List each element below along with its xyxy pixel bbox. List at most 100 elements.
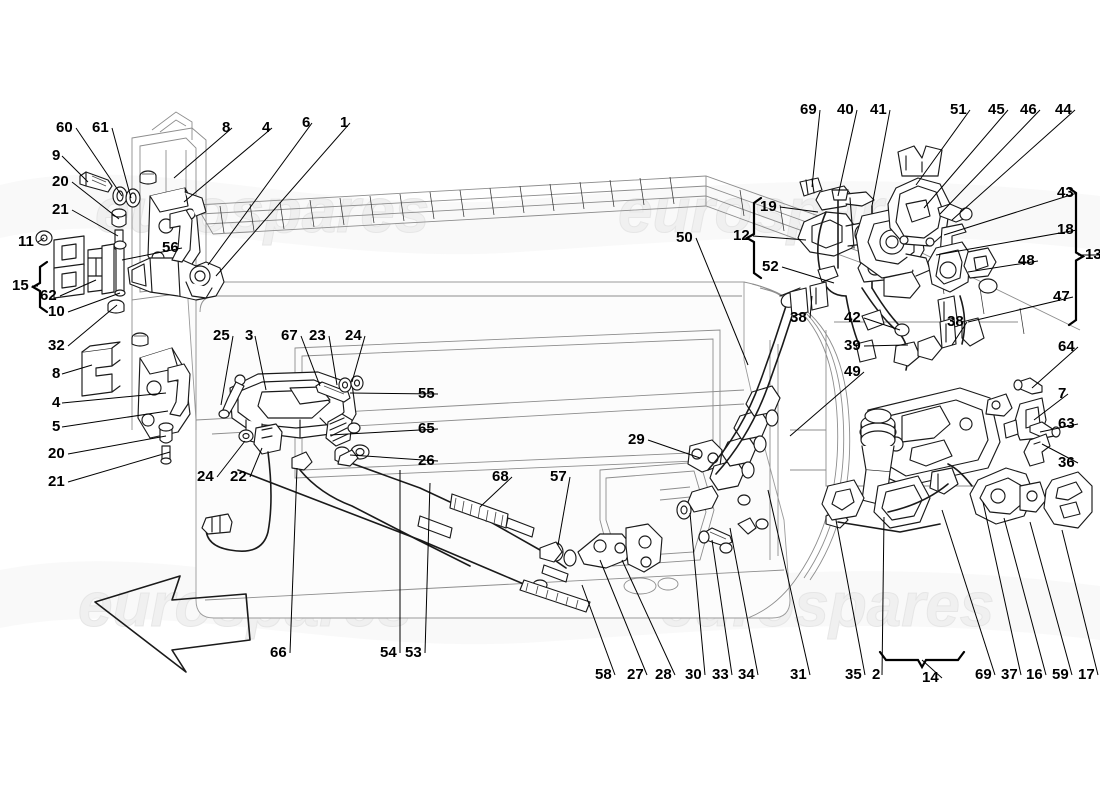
leader-line (75, 127, 123, 197)
callout-10: 10 (48, 303, 65, 320)
leader-line (71, 209, 119, 237)
callout-33: 33 (712, 666, 729, 683)
leader-line (1029, 521, 1073, 676)
leader-line (183, 127, 273, 203)
callout-48: 48 (1018, 252, 1035, 269)
leader-line (61, 410, 169, 428)
callout-12: 12 (733, 227, 750, 244)
leader-line (329, 428, 439, 436)
callout-57: 57 (550, 468, 567, 485)
leader-line (1039, 423, 1079, 433)
leader-line (951, 109, 1076, 221)
callout-11: 11 (18, 233, 34, 250)
callout-9: 9 (52, 147, 60, 164)
callout-32: 32 (48, 337, 65, 354)
leader-line (711, 539, 733, 676)
callout-17: 17 (1078, 666, 1095, 683)
callout-22: 22 (230, 468, 247, 485)
bracket-12 (744, 196, 763, 280)
direction-arrow (94, 575, 251, 673)
callout-68: 68 (492, 468, 509, 485)
leader-line (935, 229, 1078, 256)
callout-66: 66 (270, 644, 287, 661)
lock-actuator-assembly (789, 145, 998, 371)
leader-line (647, 439, 701, 459)
leader-line (328, 335, 338, 386)
callout-45: 45 (988, 101, 1005, 118)
leader-line (479, 476, 513, 508)
leader-line (61, 364, 93, 375)
callout-21: 21 (52, 201, 69, 218)
leader-line (967, 296, 1074, 323)
callout-1: 1 (340, 114, 348, 131)
callout-24: 24 (197, 468, 214, 485)
callout-47: 47 (1053, 288, 1070, 305)
callout-20: 20 (52, 173, 69, 190)
leader-line (1061, 529, 1099, 676)
callout-52: 52 (762, 258, 779, 275)
leader-line (1031, 346, 1079, 389)
callout-69: 69 (800, 101, 817, 118)
leader-line (61, 392, 167, 404)
callout-4: 4 (262, 119, 271, 136)
leader-line (923, 109, 1009, 209)
leader-line (951, 321, 968, 346)
leader-line (220, 335, 234, 406)
callout-60: 60 (56, 119, 73, 136)
leader-line (254, 335, 267, 391)
callout-67: 67 (281, 327, 298, 344)
leader-line (781, 266, 835, 284)
lower-lock-group (821, 377, 1093, 533)
leader-line (37, 237, 45, 243)
leader-line (67, 304, 118, 347)
bracket-14 (878, 650, 966, 670)
leader-line (811, 109, 821, 188)
callout-56: 56 (162, 239, 179, 256)
callout-26: 26 (418, 452, 435, 469)
leader-line (1033, 393, 1069, 421)
callout-44: 44 (1055, 101, 1072, 118)
callout-2: 2 (872, 666, 880, 683)
callout-5: 5 (52, 418, 60, 435)
leader-line (249, 447, 263, 478)
callout-28: 28 (655, 666, 672, 683)
leader-line (351, 335, 366, 383)
callout-49: 49 (844, 363, 861, 380)
leader-line (871, 109, 891, 207)
leader-line-layer (32, 109, 1100, 679)
leader-line (59, 279, 97, 297)
leader-line (215, 122, 351, 277)
leader-line (349, 392, 439, 395)
callout-14: 14 (922, 669, 939, 686)
leader-line (289, 467, 298, 654)
bracket-15 (30, 260, 49, 314)
leader-line (557, 476, 571, 546)
leader-line (695, 237, 749, 366)
callout-59: 59 (1052, 666, 1069, 683)
center-rod-group (237, 469, 769, 613)
leader-line (599, 559, 648, 676)
callout-27: 27 (627, 666, 644, 683)
leader-line (863, 317, 901, 331)
left-hinge-group (35, 170, 225, 465)
leader-line (67, 451, 171, 483)
callout-34: 34 (738, 666, 755, 683)
callout-43: 43 (1057, 184, 1074, 201)
callout-39: 39 (844, 337, 861, 354)
leader-line (67, 292, 121, 313)
leader-line (67, 435, 167, 455)
leader-line (837, 109, 858, 197)
leader-line (61, 155, 89, 183)
callout-16: 16 (1026, 666, 1043, 683)
callout-20: 20 (48, 445, 65, 462)
callout-58: 58 (595, 666, 612, 683)
leader-line (729, 527, 759, 676)
callout-36: 36 (1058, 454, 1075, 471)
leader-line (863, 344, 909, 347)
callout-24: 24 (345, 327, 362, 344)
leader-line (207, 122, 313, 266)
leader-line (689, 512, 706, 676)
callout-69: 69 (975, 666, 992, 683)
